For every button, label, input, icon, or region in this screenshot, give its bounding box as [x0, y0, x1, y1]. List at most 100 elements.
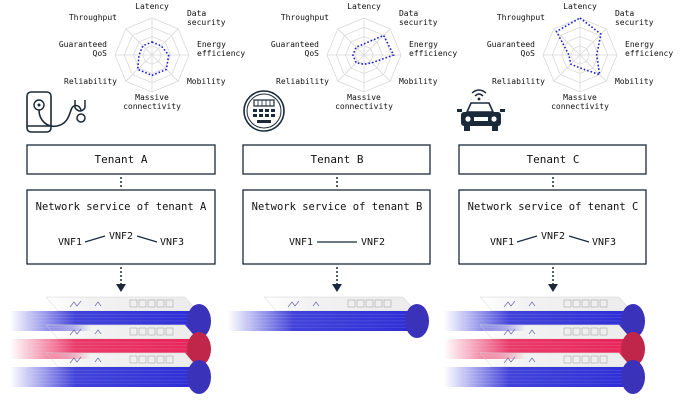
slice-panel-glyph [147, 327, 156, 336]
slice-surface-glyph [69, 328, 102, 336]
slice-panel-glyph [599, 327, 608, 336]
slice-panel-glyph [572, 299, 581, 308]
radar-axis-label: Throughput [281, 13, 329, 22]
radar-spoke [125, 54, 153, 82]
radar-spoke [363, 54, 391, 82]
radar-axis-label: Latency [135, 2, 169, 11]
tenant-b-box [242, 144, 431, 175]
slice-top-surface [479, 352, 632, 368]
tenant-b-network-slices [228, 296, 429, 338]
slice-panel-glyph [581, 355, 590, 364]
slice-surface-glyph [503, 356, 536, 364]
tenant-a-vnf1: VNF1 [58, 237, 82, 248]
slice-top-surface [479, 296, 632, 312]
tenant-c-service-box [458, 189, 647, 265]
slice-panel-glyph [563, 327, 572, 336]
tenant-a-service-label: Network service of tenant A [36, 201, 207, 213]
tenant-b-vnf1: VNF1 [289, 237, 313, 248]
slice-panel-glyph [563, 355, 572, 364]
slice-end-cap [405, 304, 429, 338]
slice-panel-glyph [356, 299, 365, 308]
slice-panel-glyph [156, 299, 165, 308]
tenant-a-label: Tenant A [95, 153, 148, 166]
network-slice-blue [228, 296, 429, 338]
slice-surface-glyph [287, 300, 320, 308]
radar-spoke [579, 54, 607, 82]
tenant-c-box [458, 144, 647, 175]
radar-spoke [125, 28, 153, 56]
tenant-c-network-slices [444, 296, 645, 394]
radar-axis-label: Reliability [276, 77, 329, 86]
radar-spoke [579, 28, 607, 56]
slice-end-cap [187, 360, 211, 394]
tenant-c-vnf2: VNF2 [541, 231, 565, 242]
tenant-c-label: Tenant C [527, 153, 580, 166]
slice-panel-glyph [599, 355, 608, 364]
slice-panel-glyph [365, 299, 374, 308]
slice-panel-glyph [138, 327, 147, 336]
slice-panel-glyph [165, 327, 174, 336]
radar-data-polygon [555, 17, 602, 76]
radar-axis-label: Throughput [497, 13, 545, 22]
slice-panel-glyph [383, 299, 392, 308]
slice-surface-glyph [503, 300, 536, 308]
tenant-a-arrowhead [116, 284, 126, 292]
slice-body [10, 367, 197, 387]
slice-panel-glyph [572, 327, 581, 336]
wearable-health-monitor-icon [26, 91, 86, 133]
tenant-a-network-slices [10, 296, 211, 394]
slice-end-cap [621, 360, 645, 394]
tenant-c-vnf1: VNF1 [490, 237, 514, 248]
radar-axis-label: Latency [347, 2, 381, 11]
tenant-c-arrowhead [548, 284, 558, 292]
smart-meter-icon [243, 90, 285, 132]
tenant-a-vnf3: VNF3 [160, 237, 184, 248]
slice-panel-glyph [147, 299, 156, 308]
tenant-c-vnf-link-1 [516, 235, 538, 243]
slice-end-cap [187, 304, 211, 338]
slice-surface-glyph [69, 356, 102, 364]
tenant-a-vnf-link-1 [84, 235, 106, 243]
slice-panel-glyph [572, 355, 581, 364]
slice-panel-glyph [138, 299, 147, 308]
slice-end-cap [621, 304, 645, 338]
slice-panel-glyph [147, 355, 156, 364]
slice-body [444, 367, 631, 387]
radar-spoke [151, 54, 179, 82]
tenant-a-vnf-link-2 [136, 235, 158, 243]
slice-panel-glyph [129, 327, 138, 336]
slice-panel-glyph [590, 355, 599, 364]
slice-panel-glyph [156, 355, 165, 364]
slice-panel-glyph [347, 299, 356, 308]
tenant-b-vnf2: VNF2 [361, 237, 385, 248]
tenant-a-service-box [26, 189, 216, 265]
tenant-b-service-label: Network service of tenant B [252, 201, 423, 213]
tenant-b-arrowhead [332, 284, 342, 292]
radar-spoke [151, 28, 179, 56]
slice-panel-glyph [138, 355, 147, 364]
tenant-a-box [26, 144, 216, 175]
slice-panel-glyph [156, 327, 165, 336]
slice-panel-glyph [590, 299, 599, 308]
tenant-c-vnf-link-2 [568, 235, 590, 243]
radar-axis-label: Mobility [615, 77, 654, 86]
slice-end-cap [187, 332, 211, 366]
radar-spoke [553, 54, 581, 82]
slice-panel-glyph [165, 355, 174, 364]
